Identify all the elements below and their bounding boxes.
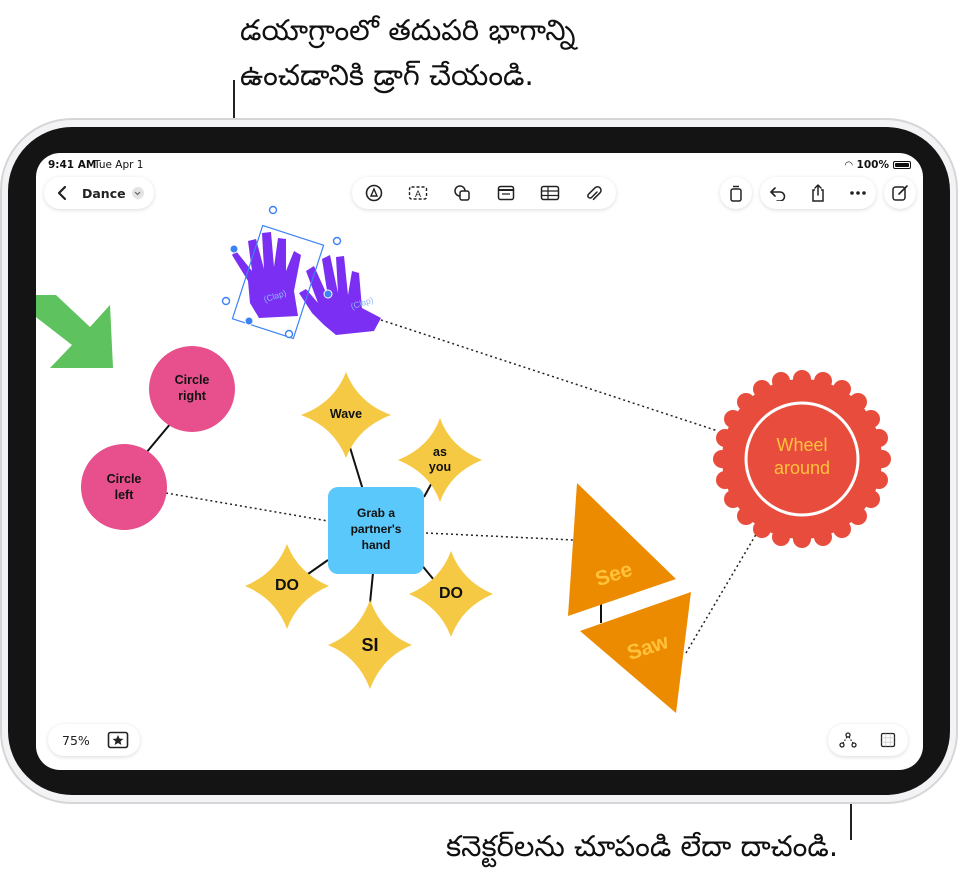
connector-grab-see[interactable] <box>425 532 575 541</box>
circle-right-shape[interactable] <box>149 346 235 432</box>
si-star-shape[interactable] <box>328 600 412 689</box>
saw-triangle-shape[interactable] <box>580 592 691 713</box>
new-board-button-pill[interactable] <box>884 177 916 209</box>
battery-percent: 100% <box>856 159 889 171</box>
more-icon[interactable] <box>844 179 872 207</box>
wave-label: Wave <box>329 407 363 421</box>
do-right-star-shape[interactable] <box>409 551 493 637</box>
connector-hands-wheel[interactable] <box>380 319 719 432</box>
connector-circles[interactable] <box>145 422 172 454</box>
selection-handle-left[interactable] <box>221 296 231 306</box>
grid-icon[interactable] <box>874 726 902 754</box>
connector-grab-wave[interactable] <box>347 440 364 491</box>
title-pill[interactable]: Dance <box>44 177 154 209</box>
callout-top-line1: డయాగ్రాంలో తదుపరి భాగాన్ని <box>240 13 576 47</box>
wifi-icon: ◠ <box>844 159 853 171</box>
pen-icon[interactable] <box>360 179 388 207</box>
left-hand-icon[interactable] <box>232 232 301 318</box>
connector-saw-wheel[interactable] <box>685 530 759 654</box>
as-you-star-shape[interactable] <box>398 418 482 502</box>
selection-box[interactable] <box>231 224 325 340</box>
share-icon[interactable] <box>804 179 832 207</box>
do-right-label: DO <box>439 585 463 602</box>
status-bar: 9:41 AM Tue Apr 1 ◠ 100% <box>48 159 911 173</box>
zoom-level[interactable]: 75% <box>62 732 90 748</box>
insert-toolbar: A <box>352 177 616 209</box>
board-title[interactable]: Dance <box>82 185 126 201</box>
copy-button-pill[interactable] <box>720 177 752 209</box>
zoom-pill: 75% <box>48 724 140 756</box>
green-arrow-shape[interactable] <box>36 295 113 368</box>
do-left-star-shape[interactable] <box>245 544 329 629</box>
selection-handle-tr[interactable] <box>332 236 342 246</box>
connector-grab-do-left[interactable] <box>307 559 329 575</box>
chevron-left-icon[interactable] <box>48 179 76 207</box>
actions-toolbar <box>760 177 876 209</box>
text-box-icon[interactable]: A <box>404 179 432 207</box>
undo-icon[interactable] <box>764 179 792 207</box>
selection-handle-bottom[interactable] <box>284 329 294 339</box>
circle-left-shape[interactable] <box>81 444 167 530</box>
connector-dot-bottom[interactable] <box>244 316 254 326</box>
new-board-icon[interactable] <box>886 179 914 207</box>
sticky-note-icon[interactable] <box>492 179 520 207</box>
connector-icon[interactable] <box>834 726 862 754</box>
status-time: 9:41 AM <box>48 159 97 171</box>
connector-circle-left-grab[interactable] <box>165 492 329 522</box>
table-icon[interactable] <box>536 179 564 207</box>
chevron-down-icon[interactable] <box>131 187 144 199</box>
callout-top-line2: ఉంచడానికి డ్రాగ్ చేయండి. <box>240 58 534 92</box>
board-canvas[interactable] <box>36 153 923 770</box>
view-tools-pill <box>828 724 908 756</box>
clapping-hands-image[interactable] <box>221 205 382 340</box>
callout-drag-next-part: డయాగ్రాంలో తదుపరి భాగాన్ని ఉంచడానికి డ్ర… <box>240 8 660 98</box>
status-right: ◠ 100% <box>845 159 911 171</box>
attachment-icon[interactable] <box>580 179 608 207</box>
wheel-around-badge[interactable] <box>713 370 891 548</box>
connector-dot-right[interactable] <box>323 289 333 299</box>
do-left-label: DO <box>275 577 299 594</box>
selection-handle-top[interactable] <box>268 205 278 215</box>
star-icon[interactable] <box>104 726 132 754</box>
status-date: Tue Apr 1 <box>94 159 144 171</box>
battery-icon <box>893 161 911 169</box>
right-hand-icon[interactable] <box>299 255 381 335</box>
connector-dot-left[interactable] <box>229 244 239 254</box>
copy-icon[interactable] <box>722 179 750 207</box>
grab-partner-box[interactable] <box>328 487 424 574</box>
connector-grab-si[interactable] <box>369 572 374 604</box>
see-triangle-shape[interactable] <box>568 483 676 616</box>
si-label: SI <box>361 635 379 655</box>
shapes-icon[interactable] <box>448 179 476 207</box>
wave-star-shape[interactable] <box>301 372 391 458</box>
svg-text:A: A <box>415 189 421 199</box>
callout-bottom-text: కనెక్టర్‌లను చూపండి లేదా దాచండి. <box>446 829 839 863</box>
callout-show-hide-connectors: కనెక్టర్‌లను చూపండి లేదా దాచండి. <box>446 824 838 869</box>
